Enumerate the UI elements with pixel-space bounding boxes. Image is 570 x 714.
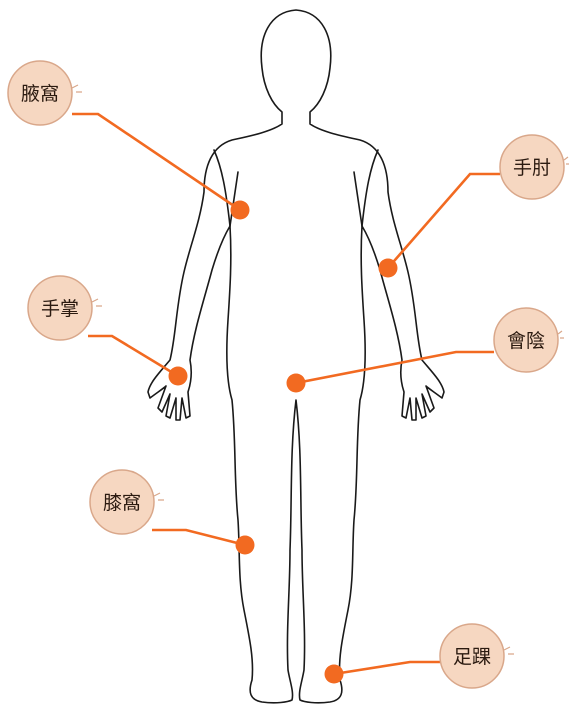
badge-label-ankle: 足踝 (453, 646, 491, 668)
badge-palm: 手掌 (28, 276, 102, 340)
leader-line-ankle (334, 662, 440, 674)
point-dot-ankle (325, 665, 344, 684)
badge-perineum: 會陰 (494, 308, 564, 372)
point-dot-back-of-knee (236, 536, 255, 555)
point-dot-armpit (231, 201, 250, 220)
leader-line-palm (88, 336, 178, 376)
badge-label-perineum: 會陰 (507, 330, 545, 352)
point-dot-elbow (379, 259, 398, 278)
leader-line-back-of-knee (152, 530, 245, 545)
human-figure-outline (148, 10, 444, 703)
badge-label-back-of-knee: 膝窩 (103, 492, 141, 514)
badge-back-of-knee: 膝窩 (90, 470, 164, 534)
badge-ankle: 足踝 (440, 624, 514, 688)
badge-armpit: 腋窩 (8, 61, 82, 125)
badge-label-armpit: 腋窩 (21, 83, 59, 105)
point-dot-palm (169, 367, 188, 386)
badge-label-palm: 手掌 (41, 298, 79, 320)
leader-line-elbow (388, 174, 500, 268)
point-dots (169, 201, 398, 684)
badge-elbow: 手肘 (500, 135, 569, 199)
leader-line-perineum (296, 352, 494, 383)
point-dot-perineum (287, 374, 306, 393)
leader-line-armpit (72, 114, 240, 210)
badge-label-elbow: 手肘 (513, 157, 551, 179)
